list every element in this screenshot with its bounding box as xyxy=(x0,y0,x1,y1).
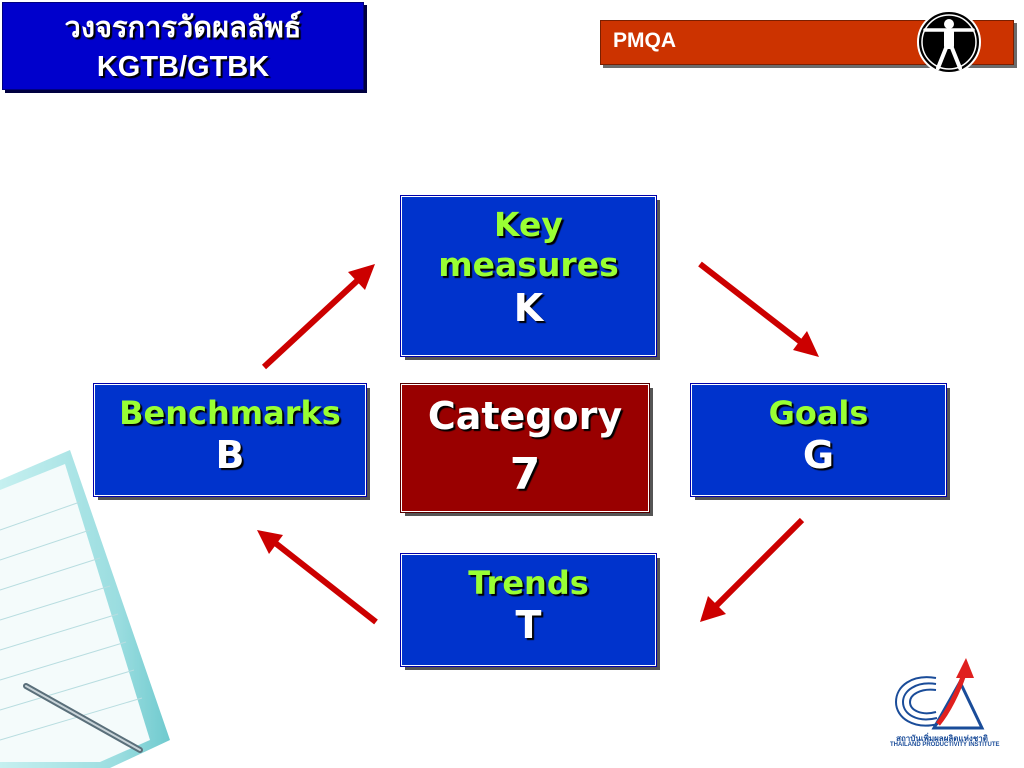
title-line-acronym: KGTB/GTBK xyxy=(96,51,270,83)
arrow-head xyxy=(793,331,819,357)
node-key-line2: measures xyxy=(438,245,619,284)
tpi-thai-name: สถาบันเพิ่มผลผลิตแห่งชาติ xyxy=(896,734,988,743)
tpi-logo-icon xyxy=(894,658,985,730)
title-line-thai: วงจรการวัดผลลัพธ์ xyxy=(64,10,302,44)
node-key-letter: K xyxy=(513,286,544,330)
vitruvian-man-icon xyxy=(917,10,981,74)
arrow-benchmarks-to-key xyxy=(261,277,361,370)
category-label: Category xyxy=(427,394,623,438)
arrow-key-to-goals xyxy=(698,261,804,346)
pmqa-label: PMQA xyxy=(613,29,676,52)
category-number: 7 xyxy=(509,449,541,500)
node-benchmarks-letter: B xyxy=(215,433,245,477)
tpi-english-name: THAILAND PRODUCTIVITY INSTITUTE xyxy=(890,742,1000,748)
arrow-goals-to-trends xyxy=(713,517,805,609)
node-goals-letter: G xyxy=(802,433,835,477)
node-benchmarks: Benchmarks B xyxy=(93,383,367,497)
node-trends: Trends T xyxy=(400,553,657,667)
arrow-head xyxy=(257,530,283,554)
notepad-graphic xyxy=(0,450,170,768)
node-goals: Goals G xyxy=(690,383,947,497)
arrow-trends-to-benchmarks xyxy=(272,539,378,625)
slide-title: วงจรการวัดผลลัพธ์ KGTB/GTBK xyxy=(2,2,364,90)
node-category: Category 7 xyxy=(400,383,650,513)
node-trends-letter: T xyxy=(515,603,542,647)
node-key-line1: Key xyxy=(494,205,563,244)
node-benchmarks-label: Benchmarks xyxy=(119,394,341,432)
arrow-head xyxy=(700,596,726,622)
node-key-measures: Key measures K xyxy=(400,195,657,357)
node-goals-label: Goals xyxy=(768,394,869,432)
node-trends-label: Trends xyxy=(468,564,589,602)
arrow-head xyxy=(348,264,375,290)
